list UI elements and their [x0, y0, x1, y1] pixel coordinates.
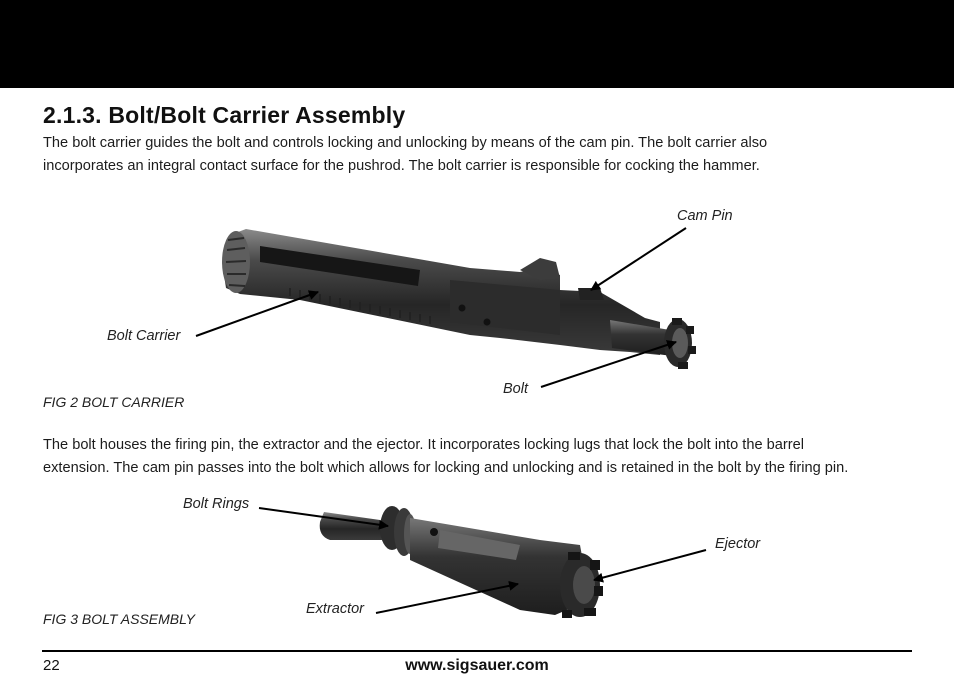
- website-url: www.sigsauer.com: [405, 657, 549, 674]
- bolt-rings-label: Bolt Rings: [183, 496, 250, 512]
- bolt-carrier-image: [222, 229, 696, 369]
- bolt-arrow: [540, 340, 677, 388]
- paragraph-line: The bolt carrier guides the bolt and con…: [43, 135, 768, 151]
- bolt-rings-arrow: [258, 507, 389, 530]
- intro-paragraph: The bolt carrier guides the bolt and con…: [43, 132, 767, 178]
- bolt-label: Bolt: [503, 381, 528, 397]
- bolt-carrier-arrow: [195, 290, 319, 337]
- paragraph-line: incorporates an integral contact surface…: [43, 158, 760, 174]
- cam-pin-label: Cam Pin: [677, 208, 733, 224]
- bolt-carrier-label: Bolt Carrier: [107, 328, 181, 344]
- page-number: 22: [43, 657, 60, 674]
- bolt-assembly-image: [319, 506, 603, 618]
- header-bar: [0, 0, 954, 88]
- paragraph-line: extension. The cam pin passes into the b…: [43, 460, 849, 476]
- cam-pin-arrow: [590, 227, 687, 291]
- section-title: 2.1.3. Bolt/Bolt Carrier Assembly: [43, 102, 406, 128]
- footer-divider: [42, 650, 912, 652]
- extractor-arrow: [375, 580, 519, 614]
- figure3-caption: FIG 3 BOLT ASSEMBLY: [43, 611, 195, 627]
- ejector-arrow: [593, 549, 707, 583]
- extractor-label: Extractor: [306, 601, 365, 617]
- paragraph-line: The bolt houses the firing pin, the extr…: [43, 437, 804, 453]
- figure2-caption: FIG 2 BOLT CARRIER: [43, 394, 185, 410]
- bolt-paragraph: The bolt houses the firing pin, the extr…: [43, 434, 848, 480]
- ejector-label: Ejector: [715, 536, 761, 552]
